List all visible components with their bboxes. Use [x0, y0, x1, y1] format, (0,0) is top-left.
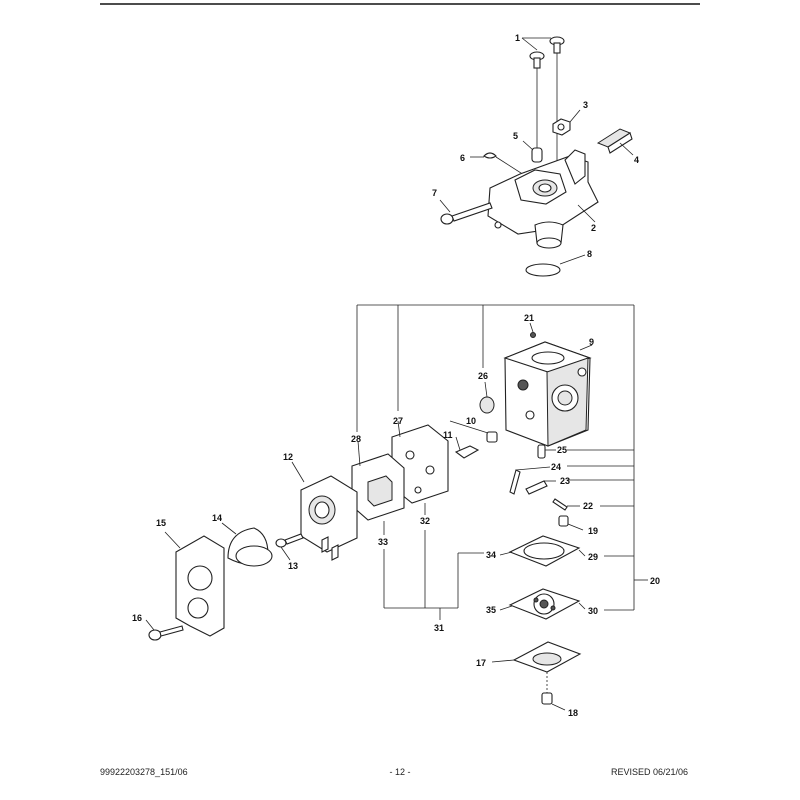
- callout-32: 32: [420, 516, 430, 526]
- callout-30: 30: [588, 606, 598, 616]
- callout-8: 8: [587, 249, 592, 259]
- callout-25: 25: [557, 445, 567, 455]
- part-cover-17: [491, 641, 582, 673]
- part-screw-13: [275, 533, 304, 561]
- callout-20: 20: [650, 576, 660, 586]
- callout-1: 1: [515, 33, 520, 43]
- callout-35: 35: [486, 605, 496, 615]
- part-screw-16: [145, 619, 184, 641]
- callout-33: 33: [378, 537, 388, 547]
- footer-page-number: - 12 -: [389, 767, 411, 777]
- callout-21: 21: [524, 313, 534, 323]
- part-pump-body-28: [351, 440, 405, 535]
- callout-6: 6: [460, 153, 465, 163]
- callout-17: 17: [476, 658, 486, 668]
- assembly-bracket-lines: [356, 304, 648, 620]
- part-bracket-15: [164, 531, 225, 637]
- callout-7: 7: [432, 188, 437, 198]
- part-carb-body-9: [503, 341, 593, 447]
- callout-22: 22: [583, 501, 593, 511]
- callout-16: 16: [132, 613, 142, 623]
- part-screw-19: [558, 515, 584, 531]
- callout-15: 15: [156, 518, 166, 528]
- callout-4: 4: [634, 155, 639, 165]
- callout-28: 28: [351, 434, 361, 444]
- part-oring-8: [525, 254, 586, 277]
- callout-11: 11: [443, 430, 453, 440]
- callout-9: 9: [589, 337, 594, 347]
- callout-2: 2: [591, 223, 596, 233]
- part-screw-18: [541, 672, 566, 711]
- callout-13: 13: [288, 561, 298, 571]
- part-needle-11: [454, 436, 480, 459]
- part-gasket-29-34: [499, 535, 586, 567]
- part-fitting-4: [596, 128, 634, 156]
- part-25: [537, 444, 556, 459]
- callout-3: 3: [583, 100, 588, 110]
- callout-24: 24: [551, 462, 561, 472]
- part-lever-23-24: [509, 466, 580, 511]
- part-21: [529, 322, 536, 338]
- callout-23: 23: [560, 476, 570, 486]
- part-10: [449, 420, 498, 443]
- callout-5: 5: [513, 131, 518, 141]
- callout-34: 34: [486, 550, 496, 560]
- callout-14: 14: [212, 513, 222, 523]
- callout-29: 29: [588, 552, 598, 562]
- callout-10: 10: [466, 416, 476, 426]
- part-5: [522, 140, 543, 163]
- callout-31: 31: [434, 623, 444, 633]
- callout-18: 18: [568, 708, 578, 718]
- part-plug-26: [479, 381, 495, 414]
- callout-27: 27: [393, 416, 403, 426]
- part-diaphragm-30-35: [499, 588, 586, 620]
- callout-19: 19: [588, 526, 598, 536]
- part-primer-bulb-14: [221, 522, 273, 567]
- footer-revision-date: REVISED 06/21/06: [610, 767, 688, 777]
- part-nut-3: [552, 109, 581, 136]
- footer-document-code: 99922203278_151/06: [100, 767, 188, 777]
- part-cover-12: [291, 461, 358, 561]
- part-screw-7: [439, 199, 493, 225]
- callout-12: 12: [283, 452, 293, 462]
- callout-26: 26: [478, 371, 488, 381]
- part-intake-body-2: [487, 149, 599, 249]
- part-gasket-27: [391, 420, 449, 515]
